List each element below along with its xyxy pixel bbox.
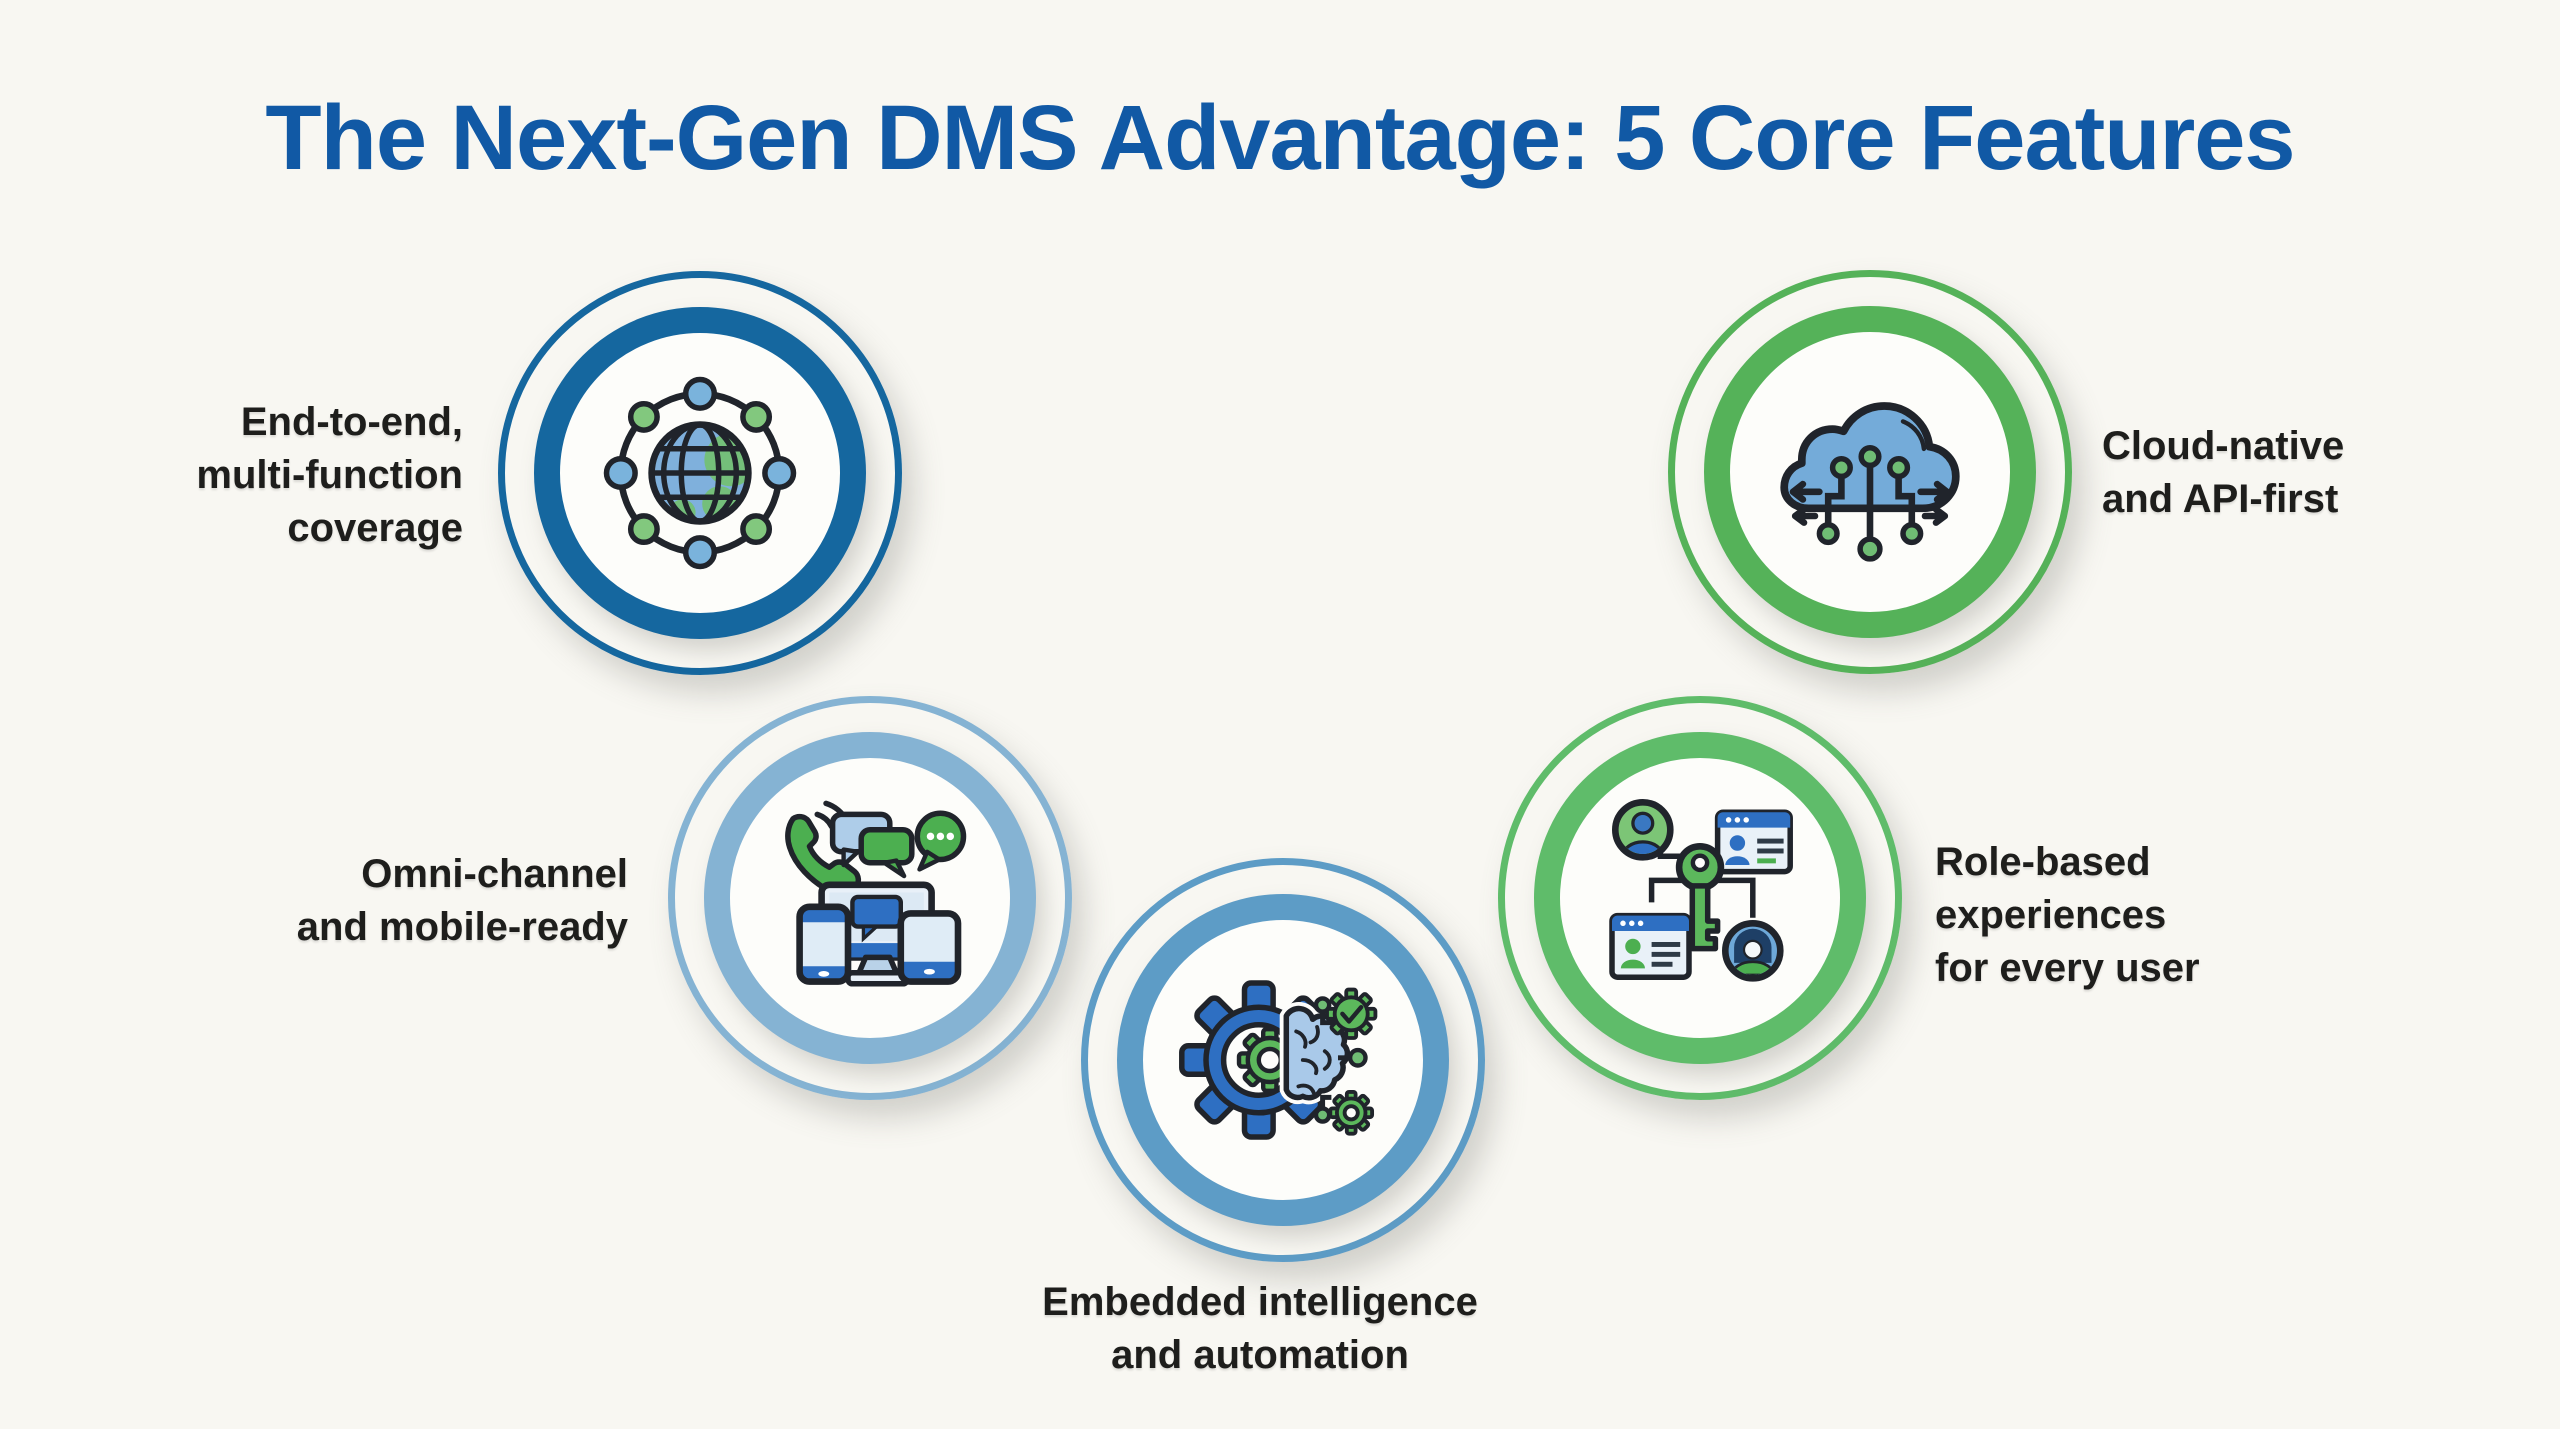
feature-ring-role-based: [1534, 732, 1866, 1064]
feature-circle-cloud-native: [1668, 270, 2072, 674]
label-line: coverage: [287, 506, 463, 550]
feature-ring-cloud-native: [1704, 306, 2036, 638]
feature-circle-role-based: [1498, 696, 1902, 1100]
label-line: Embedded intelligence: [1042, 1280, 1478, 1324]
page-title: The Next-Gen DMS Advantage: 5 Core Featu…: [265, 87, 2295, 189]
label-line: Role-based: [1935, 840, 2151, 884]
label-line: experiences: [1935, 893, 2167, 937]
feature-circle-embedded-intelligence: [1081, 858, 1485, 1262]
feature-ring-end-to-end: [534, 307, 866, 639]
label-line: and API-first: [2102, 477, 2339, 521]
label-line: and mobile-ready: [296, 905, 628, 949]
feature-label-omni-channel: Omni-channel and mobile-ready: [140, 848, 628, 954]
cloud-api-icon: [1780, 402, 1960, 562]
globe-network-icon: [603, 376, 797, 570]
feature-circle-omni-channel: [668, 696, 1072, 1100]
feature-ring-omni-channel: [704, 732, 1036, 1064]
feature-label-embedded-intelligence: Embedded intelligence and automation: [940, 1276, 1580, 1382]
label-line: Cloud-native: [2102, 424, 2345, 468]
gear-brain-icon: [1179, 980, 1378, 1140]
label-line: Omni-channel: [361, 852, 628, 896]
omnichannel-devices-icon: [785, 800, 967, 987]
label-line: multi-function: [196, 453, 463, 497]
feature-circle-end-to-end: [498, 271, 902, 675]
feature-label-end-to-end: End-to-end, multi-function coverage: [40, 396, 463, 555]
feature-label-cloud-native: Cloud-native and API-first: [2102, 420, 2344, 526]
role-key-icon: [1609, 799, 1793, 982]
label-line: and automation: [1111, 1333, 1409, 1377]
feature-ring-embedded-intelligence: [1117, 894, 1449, 1226]
label-line: for every user: [1935, 946, 2200, 990]
feature-label-role-based: Role-based experiences for every user: [1935, 836, 2200, 995]
label-line: End-to-end,: [240, 400, 463, 444]
